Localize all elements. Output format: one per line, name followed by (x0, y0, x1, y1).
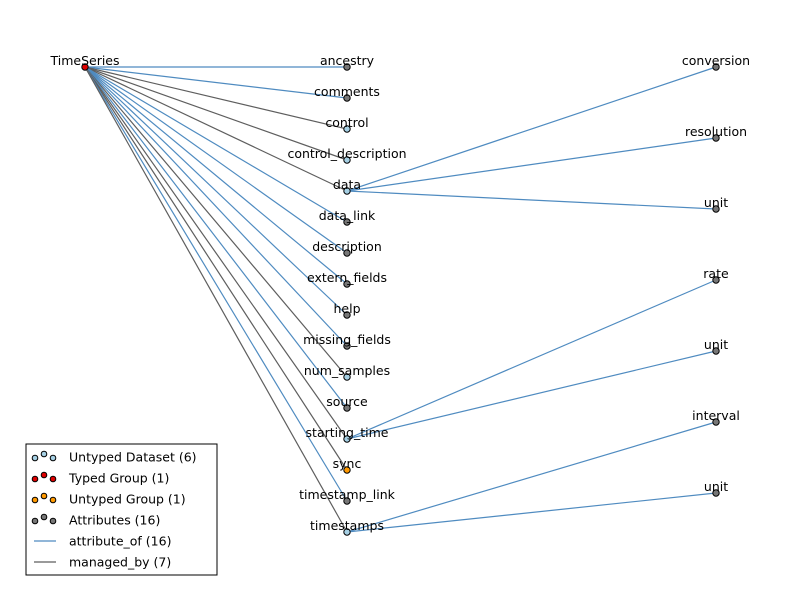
edge-timeseries-sync (84, 66, 348, 471)
node-data-unit (712, 205, 720, 213)
labels-layer: TimeSeries ancestry comments control control… (49, 53, 750, 533)
node-timestamps-interval (712, 418, 720, 426)
node-label-data-link: data_link (319, 208, 376, 223)
node-label-starting-time-unit: unit (704, 337, 728, 352)
legend-swatch-typed-group (31, 471, 57, 483)
node-label-missing-fields: missing_fields (303, 332, 391, 347)
node-label-extern-fields: extern_fields (307, 270, 387, 285)
node-label-timestamps: timestamps (310, 518, 384, 533)
legend-label-untyped-group: Untyped Group (1) (69, 492, 186, 507)
node-label-help: help (333, 301, 360, 316)
node-data-resolution (712, 134, 720, 142)
edge-timeseries-source (84, 66, 348, 409)
legend-box (25, 443, 218, 576)
edge-timestamps-unit (346, 492, 717, 533)
legend-label-attribute: Attributes (16) (69, 513, 160, 528)
node-label-starting-time: starting_time (306, 425, 389, 440)
node-sync (343, 466, 351, 474)
node-starting-time-rate (712, 276, 720, 284)
node-timestamps-unit (712, 489, 720, 497)
edge-timeseries-description (84, 66, 348, 254)
edge-timeseries-missing-fields (84, 66, 348, 347)
node-help (343, 311, 351, 319)
node-label-timestamps-interval: interval (692, 408, 740, 423)
node-label-comments: comments (314, 84, 380, 99)
node-control-description (343, 156, 351, 164)
node-missing-fields (343, 342, 351, 350)
edge-timeseries-help (84, 66, 348, 316)
legend-swatch-untyped-dataset (31, 450, 57, 462)
edge-timeseries-comments (84, 66, 348, 99)
node-data-conversion (712, 63, 720, 71)
legend: Untyped Dataset (6) Typed Group (1) Untype… (25, 443, 218, 576)
node-label-sync: sync (333, 456, 362, 471)
node-timeseries (81, 63, 89, 71)
node-label-data-conversion: conversion (682, 53, 750, 68)
edge-timeseries-data (84, 66, 348, 192)
node-control (343, 125, 351, 133)
edge-data-resolution (346, 137, 717, 192)
edge-timeseries-control (84, 66, 348, 130)
edge-starting-time-unit (346, 350, 717, 440)
edge-timeseries-timestamps (84, 66, 348, 533)
node-data (343, 187, 351, 195)
node-starting-time-unit (712, 347, 720, 355)
node-label-control-description: control_description (287, 146, 406, 161)
node-source (343, 404, 351, 412)
node-data-link (343, 218, 351, 226)
nodes-layer (81, 63, 720, 536)
edge-timeseries-num-samples (84, 66, 348, 378)
node-ancestry (343, 63, 351, 71)
edge-timeseries-starting-time (84, 66, 348, 440)
node-label-data-unit: unit (704, 195, 728, 210)
legend-label-untyped-dataset: Untyped Dataset (6) (69, 450, 197, 465)
edge-timeseries-data-link (84, 66, 348, 223)
edge-timeseries-timestamp-link (84, 66, 348, 502)
edge-data-conversion (346, 66, 717, 192)
node-label-source: source (326, 394, 368, 409)
node-label-data-resolution: resolution (685, 124, 747, 139)
node-num-samples (343, 373, 351, 381)
edge-timeseries-control-description (84, 66, 348, 161)
node-description (343, 249, 351, 257)
node-timestamps (343, 528, 351, 536)
edges-layer (84, 66, 717, 533)
node-label-timestamp-link: timestamp_link (299, 487, 396, 502)
node-starting-time (343, 435, 351, 443)
node-label-ancestry: ancestry (320, 53, 375, 68)
node-timestamp-link (343, 497, 351, 505)
edge-data-unit (346, 190, 717, 210)
edge-timeseries-extern-fields (84, 66, 348, 285)
node-label-data: data (333, 177, 361, 192)
legend-label-attribute-of: attribute_of (16) (69, 534, 171, 549)
node-label-starting-time-rate: rate (703, 266, 729, 281)
legend-swatch-attribute (31, 513, 57, 525)
node-label-description: description (312, 239, 382, 254)
node-label-control: control (325, 115, 368, 130)
legend-swatch-untyped-group (31, 492, 57, 504)
node-label-timestamps-unit: unit (704, 479, 728, 494)
node-extern-fields (343, 280, 351, 288)
edge-starting-time-rate (346, 279, 717, 440)
edge-timestamps-interval (346, 421, 717, 533)
node-label-timeseries: TimeSeries (49, 53, 119, 68)
legend-label-managed-by: managed_by (7) (69, 555, 171, 570)
legend-label-typed-group: Typed Group (1) (68, 471, 169, 486)
node-label-num-samples: num_samples (304, 363, 390, 378)
node-comments (343, 94, 351, 102)
